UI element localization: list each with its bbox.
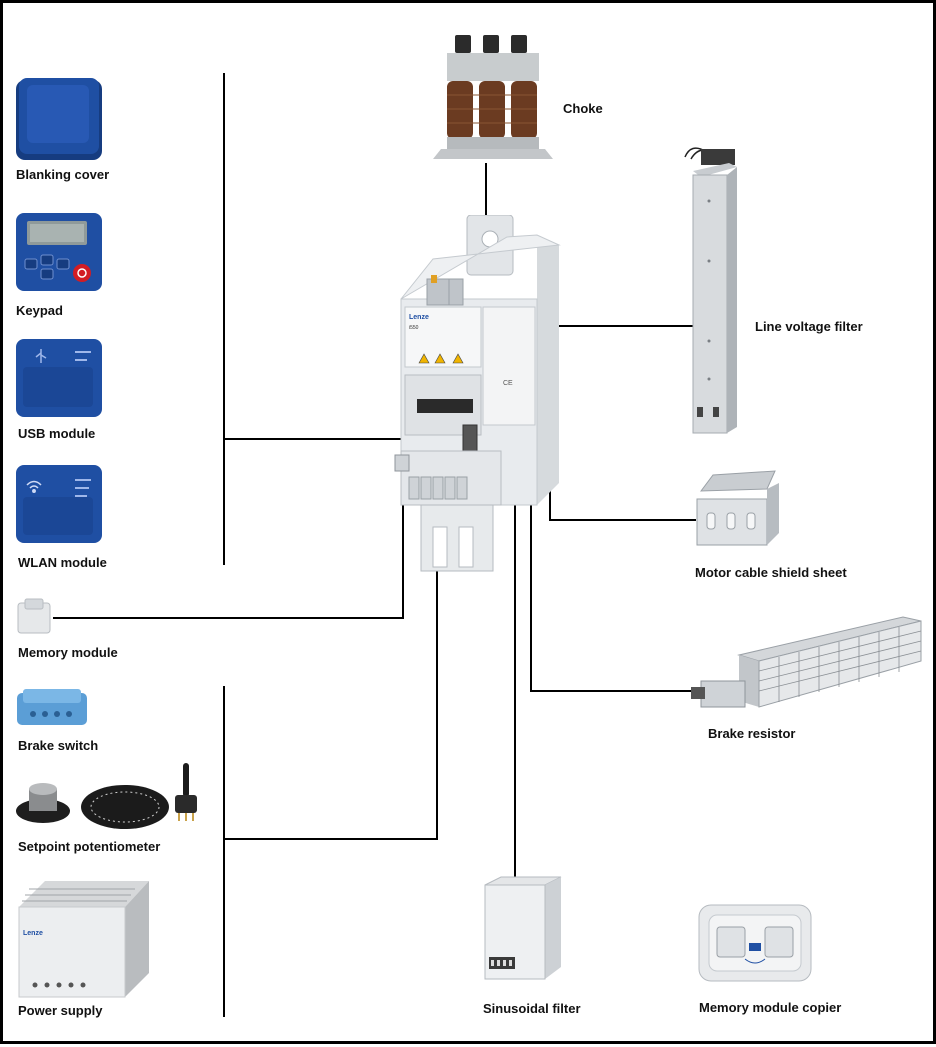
choke-image: [433, 31, 553, 165]
connector-memory-module: [53, 473, 404, 619]
blanking-cover-image: [15, 77, 105, 163]
brake-switch-label: Brake switch: [18, 738, 99, 753]
device-brand: Lenze: [409, 314, 429, 321]
brake-resistor-image: [689, 611, 927, 713]
keypad-label: Keypad: [16, 303, 63, 318]
brake-switch-image: [15, 687, 91, 731]
sinusoidal-filter-label: Sinusoidal filter: [483, 1001, 581, 1016]
line-voltage-filter-image: [671, 141, 747, 437]
blanking-cover-label: Blanking cover: [16, 167, 110, 182]
connector-shield-sheet: [549, 463, 696, 521]
power-supply-label: Power supply: [18, 1003, 103, 1018]
inverter-device-image: Lenze i550 CE: [387, 215, 567, 591]
sinusoidal-filter-image: [479, 875, 563, 985]
wlan-module-label: WLAN module: [18, 555, 107, 570]
motor-cable-shield-sheet-label: Motor cable shield sheet: [695, 565, 847, 580]
power-button-icon: [73, 264, 91, 282]
connection-lines: [53, 73, 703, 1017]
memory-module-copier-image: [695, 897, 819, 985]
device-model: i550: [409, 325, 419, 331]
connector-control-terminals: [224, 515, 438, 840]
memory-module-copier-label: Memory module copier: [699, 1000, 842, 1015]
memory-module-image: [15, 597, 55, 637]
memory-module-label: Memory module: [18, 645, 118, 660]
motor-cable-shield-sheet-image: [691, 469, 783, 553]
brake-resistor-label: Brake resistor: [708, 726, 796, 741]
power-supply-image: Lenze: [15, 877, 151, 999]
wifi-icon: [26, 480, 42, 493]
choke-label: Choke: [563, 101, 603, 116]
power-supply-brand: Lenze: [23, 930, 43, 937]
keypad-image: [15, 211, 105, 293]
setpoint-potentiometer-image: [15, 761, 215, 835]
connector-brake-resistor: [530, 493, 703, 692]
line-voltage-filter-label: Line voltage filter: [755, 319, 863, 334]
device-ce-mark: CE: [503, 380, 513, 387]
usb-icon: [35, 349, 47, 363]
usb-module-image: [15, 337, 105, 419]
setpoint-potentiometer-label: Setpoint potentiometer: [18, 839, 161, 854]
wlan-module-image: [15, 463, 105, 545]
usb-module-label: USB module: [18, 426, 96, 441]
